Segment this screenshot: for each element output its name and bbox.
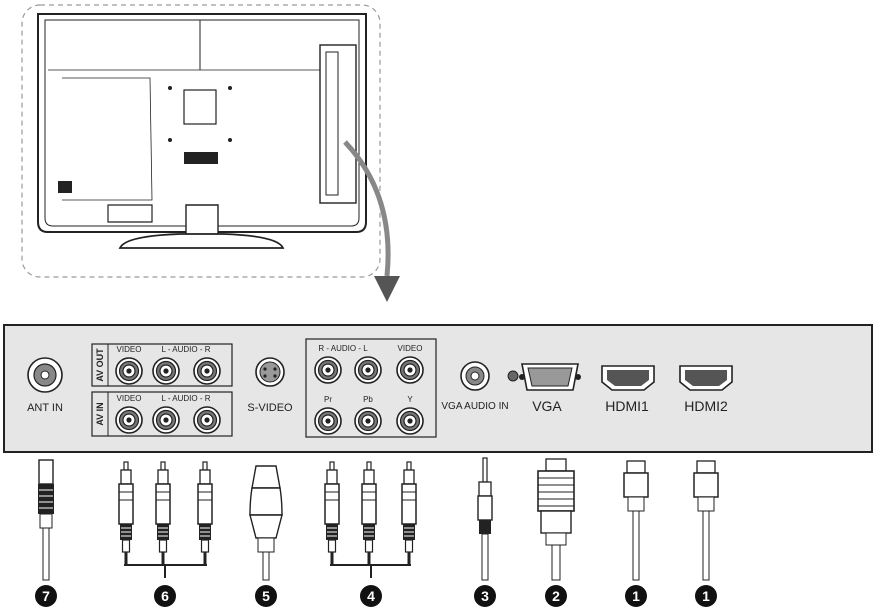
hdmi1-port: HDMI1 xyxy=(601,365,655,414)
callout-badge: 1 xyxy=(695,585,717,607)
callout-number: 1 xyxy=(702,588,710,604)
vga-cable xyxy=(537,458,575,581)
zoom-frame xyxy=(21,4,381,278)
component-video-label: VIDEO xyxy=(398,344,423,353)
pr-label: Pr xyxy=(324,395,332,404)
ant-in-label: ANT IN xyxy=(27,402,63,414)
component-audio-label: R - AUDIO - L xyxy=(318,344,368,353)
pr-jack xyxy=(314,407,342,435)
s-video-port: S-VIDEO xyxy=(247,357,293,414)
callout-badge: 5 xyxy=(255,585,277,607)
vga-audio-in-port: VGA AUDIO IN xyxy=(441,361,519,412)
callout-number: 7 xyxy=(42,588,50,604)
callout-badge: 7 xyxy=(35,585,57,607)
av-in-audio-label: L - AUDIO - R xyxy=(161,394,210,403)
av-in-video-jack xyxy=(115,406,143,434)
callout-badge: 2 xyxy=(545,585,567,607)
hdmi2-port: HDMI2 xyxy=(679,365,733,414)
tv-back-illustration xyxy=(21,4,381,278)
av-in-audio-l-jack xyxy=(152,406,180,434)
av-in-video-label: VIDEO xyxy=(117,394,142,403)
av-out-video-label: VIDEO xyxy=(117,345,142,354)
vga-audio-in-label: VGA AUDIO IN xyxy=(441,401,508,412)
callout-number: 1 xyxy=(632,588,640,604)
av-out-group: AV OUT VIDEO L - AUDIO - R xyxy=(91,343,233,387)
component-group: R - AUDIO - L VIDEO Pr Pb Y xyxy=(305,338,437,438)
component-video-jack xyxy=(396,356,424,384)
ant-in-port: ANT IN xyxy=(27,357,63,414)
av-rca-cable xyxy=(118,461,213,578)
av-in-group: AV IN VIDEO L - AUDIO - R xyxy=(91,391,233,437)
rf-cable xyxy=(38,459,54,581)
hdmi-cable-2 xyxy=(693,460,719,581)
s-video-label: S-VIDEO xyxy=(247,402,293,414)
callout-badge: 6 xyxy=(154,585,176,607)
hdmi2-label: HDMI2 xyxy=(684,398,728,414)
pb-jack xyxy=(354,407,382,435)
y-jack xyxy=(396,407,424,435)
av-out-audio-l-jack xyxy=(152,357,180,385)
component-audio-r-jack xyxy=(314,356,342,384)
callout-number: 3 xyxy=(481,588,489,604)
vga-port: VGA xyxy=(519,363,581,414)
callout-badge: 3 xyxy=(474,585,496,607)
vga-label: VGA xyxy=(532,398,562,414)
av-out-audio-r-jack xyxy=(193,357,221,385)
audio-jack-cable xyxy=(477,457,493,581)
component-audio-l-jack xyxy=(354,356,382,384)
av-out-label: AV OUT xyxy=(95,348,105,382)
callout-badge: 4 xyxy=(360,585,382,607)
callout-number: 6 xyxy=(161,588,169,604)
callout-badges: 7 6 5 4 3 2 1 1 xyxy=(35,585,717,607)
component-rca-cable xyxy=(324,461,417,578)
av-in-audio-r-jack xyxy=(193,406,221,434)
callout-badge: 1 xyxy=(625,585,647,607)
s-video-cable xyxy=(249,465,283,581)
callout-number: 4 xyxy=(367,588,375,604)
av-out-video-jack xyxy=(115,357,143,385)
hdmi-cable-1 xyxy=(623,460,649,581)
cables xyxy=(38,457,719,581)
connector-panel: ANT IN AV OUT VIDEO L - AUDIO - R AV IN … xyxy=(3,324,873,453)
av-in-label: AV IN xyxy=(95,402,105,425)
zoom-arrow xyxy=(343,140,400,302)
av-out-audio-label: L - AUDIO - R xyxy=(161,345,210,354)
hdmi1-label: HDMI1 xyxy=(605,398,649,414)
pb-label: Pb xyxy=(363,395,373,404)
y-label: Y xyxy=(407,395,413,404)
callout-number: 2 xyxy=(552,588,560,604)
callout-number: 5 xyxy=(262,588,270,604)
